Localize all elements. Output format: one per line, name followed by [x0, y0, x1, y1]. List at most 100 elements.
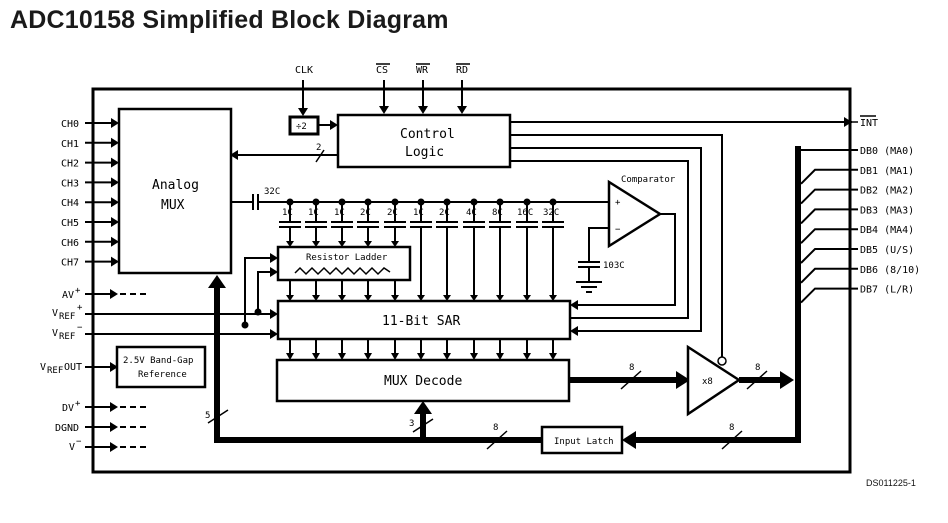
- data-pin-label: DB2 (MA2): [860, 186, 914, 197]
- bandgap-reference-block: [115, 345, 207, 389]
- channel-label: CH1: [61, 139, 79, 150]
- channel-label: CH0: [61, 119, 79, 130]
- analog-mux-label-1: Analog: [152, 178, 199, 193]
- sar-block: [276, 299, 572, 341]
- resistor-ladder-block: [276, 245, 412, 282]
- channel-label: CH5: [61, 218, 79, 229]
- pin-vref-minus: V REF −: [52, 323, 278, 342]
- bus-width-buffer: 8: [755, 363, 760, 373]
- input-latch-block: [540, 425, 624, 455]
- pin-vref-plus: V REF +: [52, 303, 278, 322]
- pin-dgnd: DGND: [55, 422, 148, 434]
- bus-slash: [412, 418, 434, 433]
- channel-input: CH7: [61, 256, 119, 269]
- data-pin: DB7 (L/R): [800, 285, 914, 304]
- capacitor-label: 4C: [466, 208, 477, 218]
- arrow: [496, 353, 504, 360]
- channel-input: CH3: [61, 177, 119, 189]
- output-buffer: [686, 344, 742, 417]
- subscript: REF: [59, 332, 75, 342]
- arrow: [549, 353, 557, 360]
- subscript: REF: [47, 366, 63, 376]
- pin-clk-label: CLK: [295, 65, 313, 76]
- channel-label: CH2: [61, 159, 79, 170]
- capacitor-label: 1C: [334, 208, 345, 218]
- array-capacitor: 1C: [305, 198, 327, 301]
- control-logic-label-1: Control: [400, 127, 455, 142]
- channel-label: CH4: [61, 198, 79, 209]
- mux-decode-label: MUX Decode: [384, 374, 462, 389]
- pin-dvplus: DV +: [62, 399, 148, 414]
- bus-slash: [315, 149, 325, 163]
- array-capacitor: 2C: [357, 198, 379, 301]
- suffix: OUT: [64, 362, 82, 373]
- pin-cs: CS: [376, 63, 390, 114]
- analog-mux-label-2: MUX: [161, 198, 185, 213]
- comparator-plus: +: [615, 198, 621, 208]
- capacitor-label: 32C: [543, 208, 559, 218]
- comparator-minus: −: [615, 225, 621, 235]
- data-pin: DB2 (MA2): [800, 186, 914, 205]
- capacitor-label: 16C: [517, 208, 533, 218]
- data-pin-label: DB6 (8/10): [860, 265, 920, 276]
- input-latch-label: Input Latch: [554, 437, 614, 447]
- arrow: [338, 353, 346, 360]
- array-capacitor: 2C: [436, 198, 458, 301]
- pin-wr: WR: [416, 63, 430, 114]
- pin-dvplus-label: DV: [62, 403, 74, 414]
- array-capacitor: 1C: [410, 198, 432, 301]
- bus-slash: [746, 370, 768, 390]
- resistor-ladder-label: Resistor Ladder: [306, 253, 388, 263]
- pin-int-label: INT: [860, 118, 878, 129]
- comparator-cap-label: 103C: [603, 261, 625, 271]
- pin-avplus: AV +: [62, 286, 148, 301]
- chip-outline: [91, 87, 852, 474]
- pin-wr-label: WR: [416, 65, 429, 76]
- data-pin-label: DB0 (MA0): [860, 146, 914, 157]
- bus-width-decode: 8: [629, 363, 634, 373]
- array-capacitor: 32C: [542, 198, 564, 301]
- bus-slash: [207, 409, 229, 424]
- data-pin-label: DB4 (MA4): [860, 225, 914, 236]
- array-capacitor: 8C: [489, 198, 511, 301]
- capacitor-label: 2C: [387, 208, 398, 218]
- data-pin-label: DB3 (MA3): [860, 205, 914, 216]
- channel-input: CH1: [61, 137, 119, 150]
- array-capacitor: 16C: [516, 198, 538, 301]
- channel-label: CH6: [61, 238, 79, 249]
- array-capacitor: 1C: [331, 198, 353, 301]
- superscript: −: [77, 323, 83, 333]
- pin-rd: RD: [456, 63, 470, 114]
- bus-width-data-latch: 8: [729, 423, 734, 433]
- buffer-label: x8: [702, 377, 713, 387]
- channel-input: CH6: [61, 236, 119, 249]
- subscript: REF: [59, 312, 75, 322]
- pin-avplus-label: AV: [62, 290, 74, 301]
- channel-label: CH3: [61, 178, 79, 189]
- analog-mux-block: [117, 107, 233, 275]
- data-pin: DB0 (MA0): [798, 146, 914, 157]
- pin-dgnd-label: DGND: [55, 423, 79, 434]
- capacitor-label: 1C: [282, 208, 293, 218]
- arrow: [312, 353, 320, 360]
- page-title: ADC10158 Simplified Block Diagram: [10, 6, 449, 34]
- pin-vref-plus-label: V: [52, 308, 58, 319]
- bus-width-decode-select: 3: [409, 419, 414, 429]
- figure-id: DS011225-1: [866, 478, 916, 488]
- bus-slash: [721, 430, 743, 450]
- channel-input: CH0: [61, 118, 119, 130]
- channel-input: CH5: [61, 217, 119, 229]
- arrow: [443, 353, 451, 360]
- control-logic-block: [336, 113, 512, 169]
- comparator: [607, 179, 663, 249]
- data-pins: DB0 (MA0)DB1 (MA1)DB2 (MA2)DB3 (MA3)DB4 …: [798, 146, 920, 304]
- mux-decode-block: [275, 358, 571, 403]
- data-pin-label: DB7 (L/R): [860, 285, 914, 296]
- arrow: [523, 353, 531, 360]
- superscript: +: [75, 399, 81, 409]
- pin-vref-out: V REF OUT: [40, 362, 118, 376]
- sar-output-arrows: [286, 339, 557, 360]
- array-capacitor: 2C: [384, 198, 406, 301]
